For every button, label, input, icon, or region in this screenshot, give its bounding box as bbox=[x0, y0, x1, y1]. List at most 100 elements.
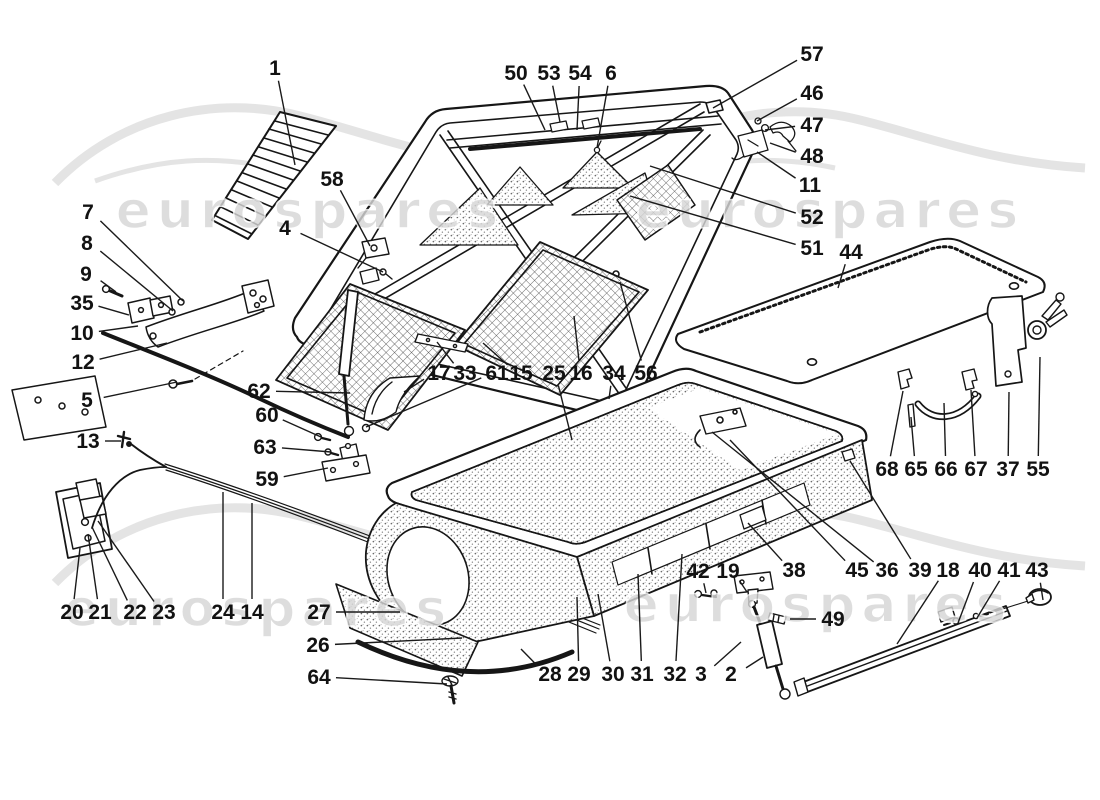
part-number-31: 31 bbox=[630, 663, 654, 686]
leader-line-17 bbox=[403, 378, 425, 393]
leader-line-12 bbox=[99, 342, 168, 360]
leader-line-52 bbox=[649, 165, 796, 214]
part-number-55: 55 bbox=[1026, 458, 1050, 481]
part-number-62: 62 bbox=[247, 380, 270, 403]
part-number-51: 51 bbox=[800, 237, 824, 260]
watermark-text: eurospares bbox=[636, 181, 1025, 241]
leader-line-57 bbox=[712, 59, 798, 109]
part-number-17: 17 bbox=[427, 362, 450, 385]
part-number-19: 19 bbox=[716, 560, 739, 583]
part-number-11: 11 bbox=[799, 174, 822, 197]
leader-line-45 bbox=[729, 439, 846, 562]
part-number-44: 44 bbox=[839, 241, 863, 264]
part-number-63: 63 bbox=[253, 436, 276, 459]
part-number-42: 42 bbox=[686, 560, 709, 583]
leader-line-35 bbox=[98, 305, 130, 316]
part-number-68: 68 bbox=[875, 458, 899, 481]
part-number-16: 16 bbox=[569, 362, 592, 385]
part-number-7: 7 bbox=[82, 201, 94, 224]
part-number-52: 52 bbox=[800, 206, 823, 229]
part-number-1: 1 bbox=[269, 57, 281, 80]
part-number-26: 26 bbox=[306, 634, 329, 657]
leader-line-39 bbox=[849, 460, 912, 560]
leader-line-66 bbox=[943, 402, 947, 457]
leader-line-16 bbox=[573, 315, 580, 361]
leader-line-55 bbox=[1037, 356, 1041, 457]
leader-line-47 bbox=[764, 125, 796, 131]
leader-line-20 bbox=[73, 547, 81, 600]
part-number-9: 9 bbox=[80, 263, 92, 286]
part-number-5: 5 bbox=[81, 389, 93, 412]
leader-line-22 bbox=[91, 526, 128, 601]
part-number-29: 29 bbox=[567, 663, 590, 686]
leader-line-21 bbox=[87, 533, 99, 600]
leader-line-4 bbox=[300, 232, 384, 273]
part-number-59: 59 bbox=[255, 468, 278, 491]
part-number-39: 39 bbox=[908, 559, 931, 582]
leader-line-64 bbox=[335, 677, 448, 685]
part-number-46: 46 bbox=[800, 82, 823, 105]
leader-line-43 bbox=[1039, 582, 1044, 601]
leader-line-62 bbox=[275, 390, 351, 394]
part-number-53: 53 bbox=[537, 62, 560, 85]
part-number-37: 37 bbox=[996, 458, 1019, 481]
leader-line-56 bbox=[619, 281, 643, 361]
leader-line-63 bbox=[281, 447, 332, 453]
part-number-50: 50 bbox=[504, 62, 527, 85]
leader-line-61 bbox=[365, 377, 482, 428]
part-number-20: 20 bbox=[60, 601, 83, 624]
louvre-grille-drawing bbox=[212, 112, 336, 239]
leader-line-33 bbox=[436, 341, 455, 364]
part-number-25: 25 bbox=[542, 362, 566, 385]
leader-line-44 bbox=[837, 264, 846, 289]
part-number-28: 28 bbox=[538, 663, 562, 686]
part-number-36: 36 bbox=[875, 559, 898, 582]
part-number-56: 56 bbox=[634, 362, 657, 385]
part-number-14: 14 bbox=[240, 601, 264, 624]
part-number-15: 15 bbox=[509, 362, 533, 385]
leader-line-31 bbox=[637, 573, 643, 662]
lid-hinge-fittings-drawing bbox=[550, 118, 601, 153]
part-number-41: 41 bbox=[997, 559, 1021, 582]
watermark-text: eurospares bbox=[116, 181, 505, 241]
leader-line-28 bbox=[520, 648, 538, 667]
part-number-8: 8 bbox=[81, 232, 93, 255]
leader-line-19 bbox=[738, 580, 748, 593]
leader-line-32 bbox=[675, 553, 683, 662]
cable-bracket-drawing bbox=[315, 434, 370, 481]
part-number-21: 21 bbox=[88, 601, 112, 624]
leader-line-36 bbox=[711, 431, 875, 563]
leader-line-38 bbox=[747, 522, 783, 562]
shelf-panel-drawing bbox=[676, 239, 1045, 384]
leader-line-18 bbox=[896, 580, 939, 645]
part-number-12: 12 bbox=[71, 351, 94, 374]
part-number-32: 32 bbox=[663, 663, 686, 686]
leader-line-54 bbox=[576, 85, 580, 131]
part-number-47: 47 bbox=[800, 114, 823, 137]
leader-line-40 bbox=[957, 581, 975, 624]
leader-line-42 bbox=[703, 583, 707, 594]
part-number-57: 57 bbox=[800, 43, 823, 66]
hinge-arm-hardware-drawing bbox=[12, 280, 348, 440]
part-number-2: 2 bbox=[725, 663, 737, 686]
part-number-60: 60 bbox=[255, 404, 278, 427]
leader-line-65 bbox=[910, 416, 916, 457]
part-number-3: 3 bbox=[695, 663, 707, 686]
part-number-54: 54 bbox=[568, 62, 592, 85]
part-number-18: 18 bbox=[936, 559, 960, 582]
leader-line-3 bbox=[713, 641, 742, 667]
part-number-23: 23 bbox=[152, 601, 175, 624]
leader-line-67 bbox=[970, 389, 976, 457]
part-number-35: 35 bbox=[70, 292, 94, 315]
part-number-45: 45 bbox=[845, 559, 869, 582]
leader-line-68 bbox=[889, 390, 904, 457]
leader-line-60 bbox=[282, 419, 322, 438]
leader-line-10 bbox=[98, 325, 139, 333]
leader-line-37 bbox=[1007, 391, 1010, 457]
leader-line-9 bbox=[100, 280, 117, 293]
luggage-tub-drawing bbox=[336, 369, 872, 676]
